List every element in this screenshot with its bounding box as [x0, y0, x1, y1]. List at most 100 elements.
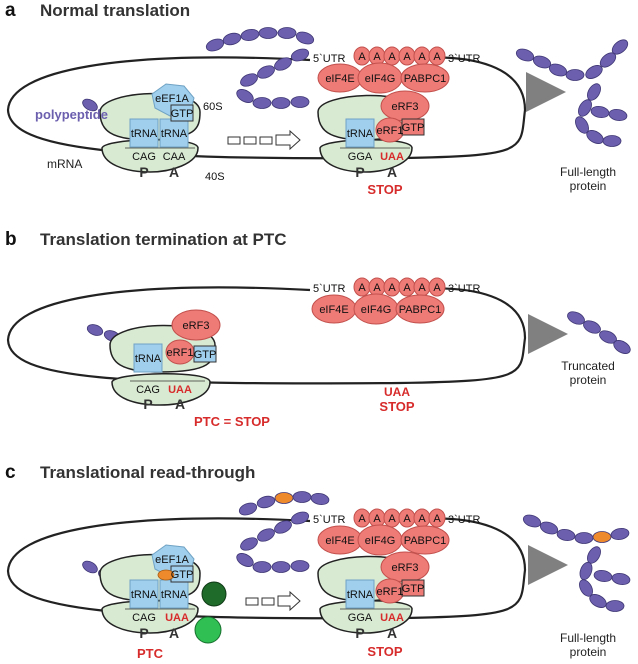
polya-a: A: [388, 282, 396, 294]
panel-b-letter: b: [5, 229, 17, 250]
codon-p: CAG: [132, 612, 156, 624]
site-a: A: [175, 396, 185, 412]
polya-a: A: [388, 513, 396, 525]
stop-label: STOP: [367, 644, 402, 659]
codon-p: GGA: [348, 612, 373, 624]
polya-a: A: [373, 51, 381, 63]
panel-a: a Normal translation: [5, 0, 629, 197]
movement-arrow: [227, 129, 301, 151]
panel-c-title: Translational read-through: [40, 463, 255, 482]
eef1a-label: eEF1A: [155, 93, 189, 105]
panel-c: c Translational read-through: [5, 462, 631, 661]
product-label-line1: Full-length: [560, 631, 616, 645]
polya-a: A: [358, 51, 366, 63]
gtp-label: GTP: [171, 108, 194, 120]
polya-a: A: [388, 51, 396, 63]
utr3-label: 3`UTR: [448, 514, 480, 526]
trna-label: tRNA: [161, 589, 188, 601]
ribosome-a1: tRNA tRNA eEF1A GTP CAG CAA P A: [99, 83, 201, 180]
polya-a: A: [358, 282, 366, 294]
site-a: A: [387, 164, 397, 180]
site-p: P: [139, 164, 148, 180]
trna-label: tRNA: [131, 589, 158, 601]
ribosome-c1: tRNA tRNA eEF1A GTP CAG UAA P A: [99, 544, 201, 641]
product-label-line1: Full-length: [560, 165, 616, 179]
product-label-line2: protein: [570, 373, 607, 387]
utr3-label: 3`UTR: [448, 283, 480, 295]
site-p: P: [355, 164, 364, 180]
codon-a-stop: UAA: [168, 384, 192, 396]
polya-a: A: [418, 282, 426, 294]
erf3-label: eRF3: [392, 562, 419, 574]
subunit-60s: 60S: [203, 101, 223, 113]
polya-a: A: [403, 513, 411, 525]
codon-a-ptc: UAA: [165, 612, 189, 624]
ribosome-c2: tRNA eRF3 eRF1 GTP GGA UAA P A: [317, 551, 430, 641]
polya-a: A: [373, 513, 381, 525]
panel-b-title: Translation termination at PTC: [40, 230, 287, 249]
site-a: A: [169, 625, 179, 641]
polya-a: A: [433, 282, 441, 294]
utr5-label: 5`UTR: [313, 283, 345, 295]
polya-tail: A A A A A A: [353, 277, 446, 297]
mrna-loop: [6, 56, 527, 160]
codon-p: CAG: [136, 384, 160, 396]
trna-label: tRNA: [161, 128, 188, 140]
ribosome-a2: tRNA eRF3 eRF1 GTP GGA UAA P A: [317, 90, 430, 180]
full-length-protein-c: [522, 514, 631, 612]
readthrough-drug-light: [194, 616, 222, 644]
subunit-40s: 40S: [205, 171, 225, 183]
erf1-label: eRF1: [377, 125, 404, 137]
closed-loop-complex-b: 5`UTR A A A A A A 3`UTR eIF4E eIF4G PAB: [311, 277, 480, 325]
eif4e-label: eIF4E: [319, 304, 348, 316]
mrna-loop: [6, 286, 527, 385]
uaa-label: UAA: [384, 385, 410, 399]
polypeptide-chain-a2: [205, 27, 315, 109]
stop-label: STOP: [367, 182, 402, 197]
eef1a-label: eEF1A: [155, 554, 189, 566]
product-label-line2: protein: [570, 645, 607, 659]
near-cognate-amino-acid: [157, 569, 175, 581]
codon-a-stop: UAA: [380, 612, 404, 624]
eif4e-label: eIF4E: [325, 535, 354, 547]
panel-c-letter: c: [5, 462, 16, 483]
polya-a: A: [433, 513, 441, 525]
site-a: A: [169, 164, 179, 180]
mrna-label: mRNA: [47, 157, 82, 171]
polya-a: A: [373, 282, 381, 294]
mrna-loop: [6, 517, 527, 620]
movement-arrow: [245, 590, 301, 612]
product-label-line1: Truncated: [561, 359, 615, 373]
closed-loop-complex-c: 5`UTR A A A A A A 3`UTR eIF4E eIF4G PAB: [313, 508, 480, 556]
polypeptide-label: polypeptide: [35, 107, 108, 122]
gtp-label: GTP: [171, 569, 194, 581]
eif4g-label: eIF4G: [361, 304, 392, 316]
stop-label: STOP: [379, 399, 414, 414]
polya-a: A: [418, 513, 426, 525]
panel-b: b Translation termination at PTC tRNA eR…: [5, 229, 631, 429]
codon-p: GGA: [348, 151, 373, 163]
truncated-protein: [567, 311, 631, 354]
gtp-label: GTP: [402, 122, 425, 134]
full-length-protein-a: [515, 39, 629, 147]
erf3-label: eRF3: [392, 101, 419, 113]
ptc-stop-label: PTC = STOP: [194, 414, 270, 429]
readthrough-drug-dark: [201, 581, 227, 607]
eif4g-label: eIF4G: [365, 535, 396, 547]
utr5-label: 5`UTR: [313, 53, 345, 65]
pabpc1-label: PABPC1: [404, 535, 447, 547]
gtp-label: GTP: [402, 583, 425, 595]
polya-a: A: [433, 51, 441, 63]
gtp-label: GTP: [194, 349, 217, 361]
erf3-label: eRF3: [183, 320, 210, 332]
trna-label: tRNA: [131, 128, 158, 140]
polya-a: A: [403, 51, 411, 63]
polypeptide-chain-c2: [236, 491, 330, 573]
eif4e-label: eIF4E: [325, 73, 354, 85]
pabpc1-label: PABPC1: [399, 304, 442, 316]
site-p: P: [143, 396, 152, 412]
trna-label: tRNA: [347, 128, 374, 140]
codon-p: CAG: [132, 151, 156, 163]
trna-label: tRNA: [135, 353, 162, 365]
closed-loop-complex-a: 5`UTR A A A A A A 3`UTR eIF4E eIF4G PAB: [313, 46, 480, 94]
